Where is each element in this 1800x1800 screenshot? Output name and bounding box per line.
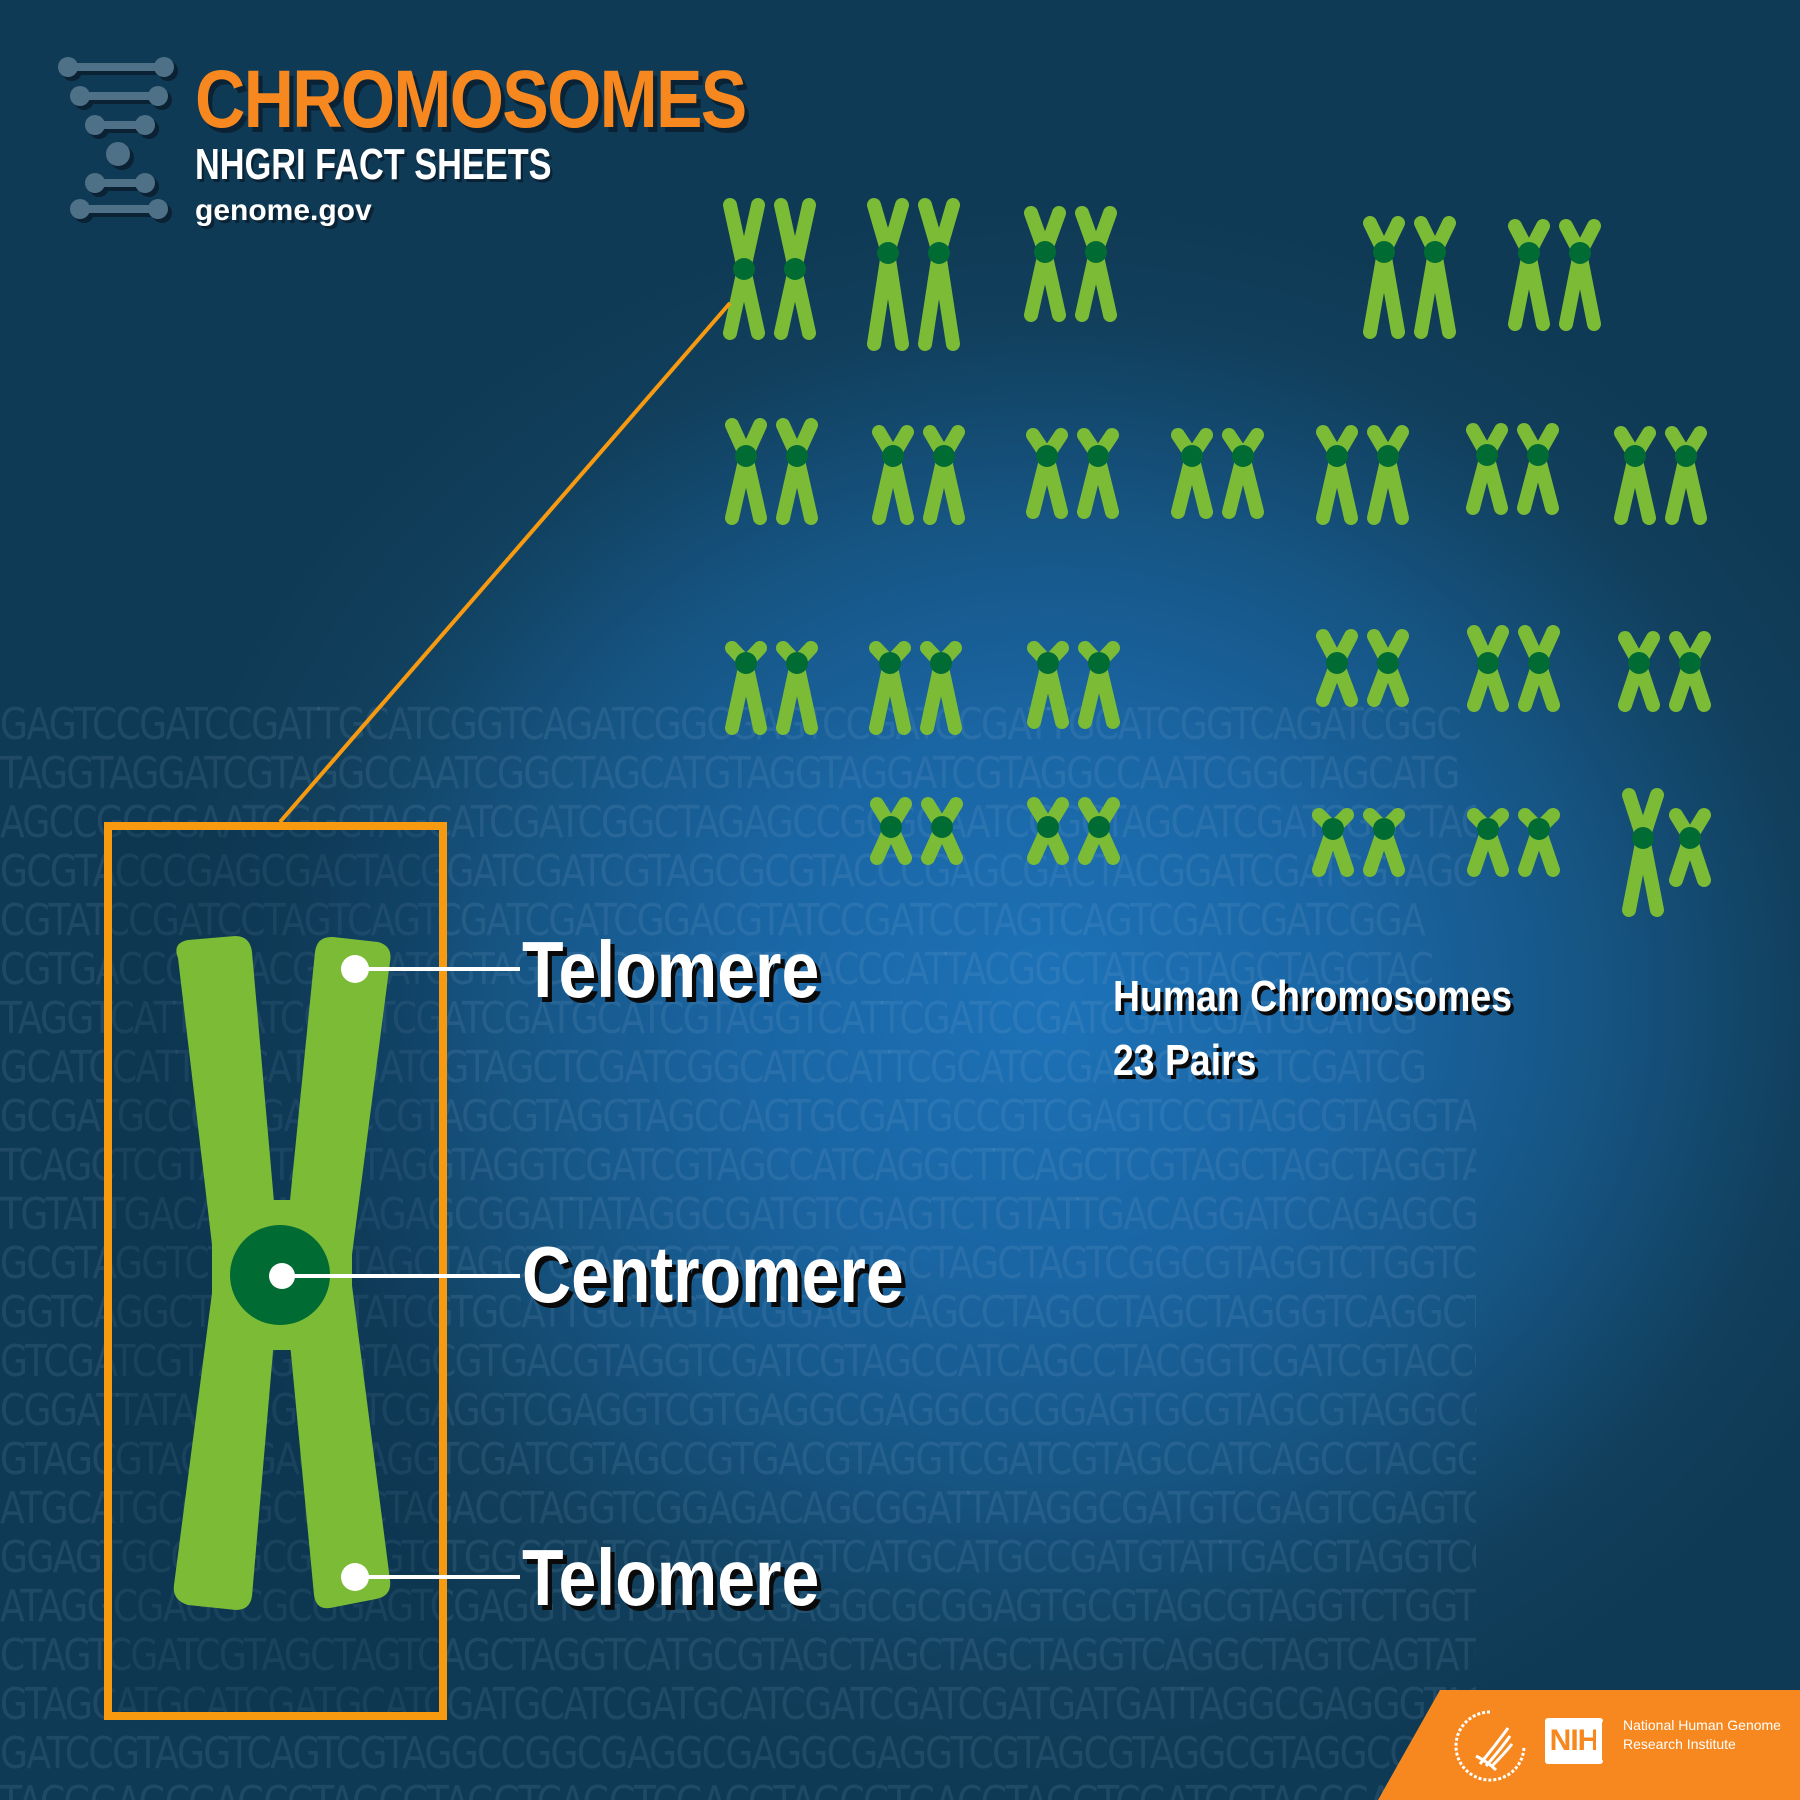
dna-sequence-row: GATCCGTAGGTCAGTCGTAGGCCGGCGAGGCGAGGCGAGG… [0, 1728, 1476, 1779]
dna-ladder-icon [58, 57, 178, 223]
site-url: genome.gov [195, 194, 372, 227]
org-name-line-2: Research Institute [1623, 1736, 1736, 1752]
nih-badge: NIH [1545, 1718, 1603, 1764]
org-name-line-1: National Human Genome [1623, 1717, 1781, 1733]
footer-branding: NIH National Human Genome Research Insti… [1370, 1690, 1800, 1800]
caption-line-2: 23 Pairs [1113, 1036, 1257, 1085]
page-title: CHROMOSOMES [195, 54, 747, 145]
karyotype-caption: Human Chromosomes 23 Pairs [1113, 965, 1512, 1093]
hhs-eagle-seal-icon [1454, 1710, 1526, 1782]
dna-sequence-row: GTAGCATGCATCGATGCATCGATGCATCGATGCATCGATC… [0, 1679, 1476, 1730]
dna-sequence-row: CTAGTCGATCGTAGCTAGTCAGCTAGGTCATGCGTAGCTA… [0, 1630, 1476, 1681]
telomere-bottom-label: Telomere [522, 1533, 820, 1622]
dna-sequence-row: GCGTACCCGAGCGACTACGGATCGATCGTAGCGCGTACCC… [0, 846, 1476, 897]
nhgri-org-name: National Human Genome Research Institute [1623, 1716, 1781, 1754]
page-subtitle: NHGRI FACT SHEETS [195, 140, 552, 189]
caption-line-1: Human Chromosomes [1113, 972, 1513, 1021]
dna-sequence-background: GAGTCCGATCCGATTGCATCGGTCAGATCGGCGAGTCCGA… [0, 700, 1476, 1800]
dna-sequence-row: TACGGAGCGAGCGTAGCGTAGGTCAGGTCGACGTAGCGTG… [0, 1778, 1476, 1800]
telomere-top-label: Telomere [522, 925, 820, 1014]
centromere-label: Centromere [522, 1230, 904, 1319]
